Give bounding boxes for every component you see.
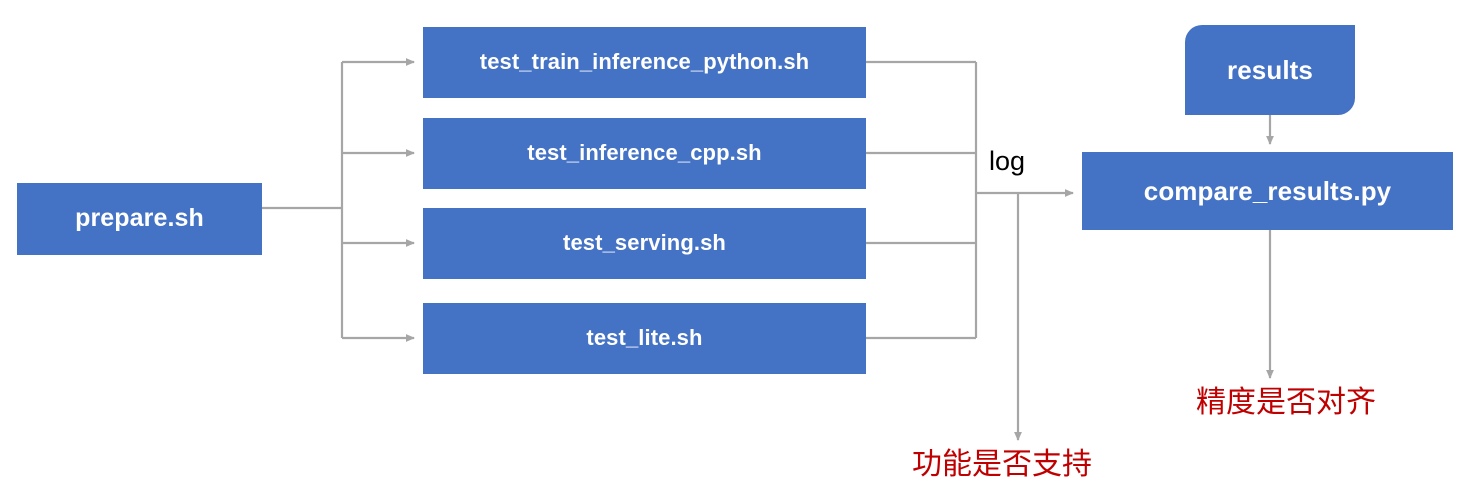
node-test-train-inference-python-sh[interactable]: test_train_inference_python.sh — [423, 27, 866, 98]
node-compare-results-py-label: compare_results.py — [1143, 175, 1392, 206]
node-results[interactable]: results — [1185, 25, 1355, 115]
node-test-lite-sh-label: test_lite.sh — [586, 325, 703, 351]
note-function-support: 功能是否支持 — [912, 448, 1092, 481]
edge-label-log: log — [989, 146, 1026, 176]
node-prepare-sh-label: prepare.sh — [75, 204, 204, 233]
node-test-inference-cpp-sh-label: test_inference_cpp.sh — [527, 140, 762, 166]
node-test-serving-sh-label: test_serving.sh — [563, 230, 726, 256]
node-test-serving-sh[interactable]: test_serving.sh — [423, 208, 866, 279]
node-prepare-sh[interactable]: prepare.sh — [17, 183, 262, 255]
node-test-inference-cpp-sh[interactable]: test_inference_cpp.sh — [423, 118, 866, 189]
note-precision-aligned: 精度是否对齐 — [1196, 386, 1376, 419]
node-compare-results-py[interactable]: compare_results.py — [1082, 152, 1453, 230]
node-test-lite-sh[interactable]: test_lite.sh — [423, 303, 866, 374]
node-test-train-inference-python-sh-label: test_train_inference_python.sh — [479, 49, 810, 75]
node-results-label: results — [1227, 54, 1313, 85]
